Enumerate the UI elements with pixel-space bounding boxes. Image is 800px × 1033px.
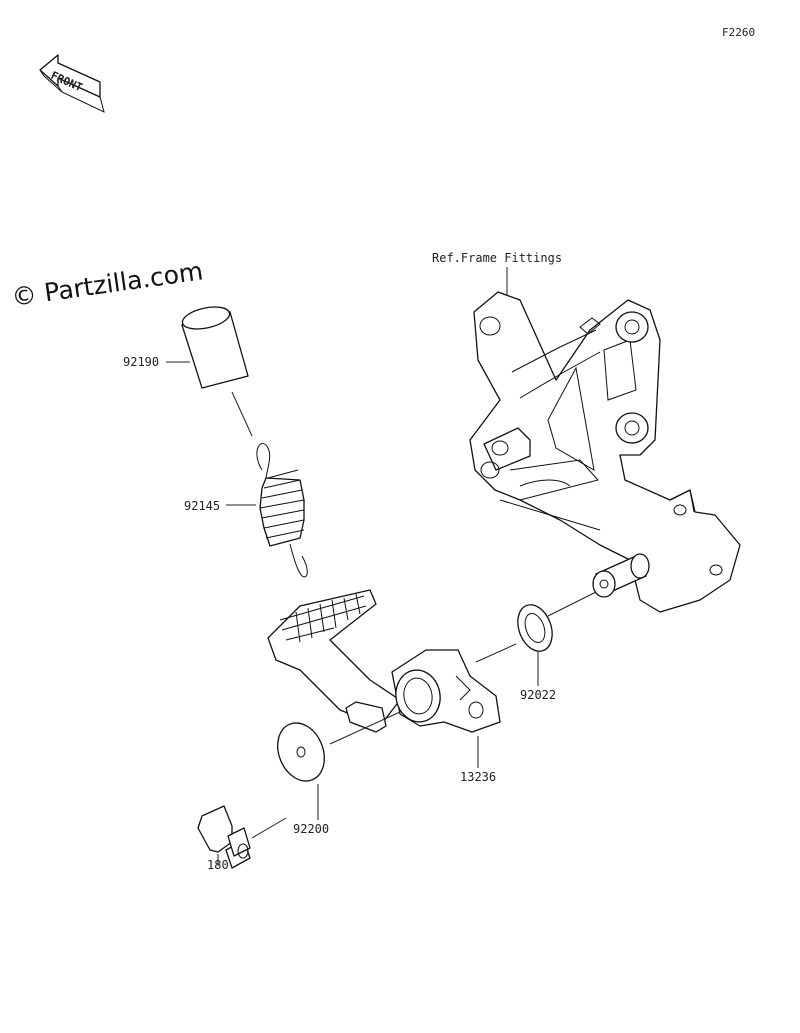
spring-92145 xyxy=(256,443,308,578)
brake-pedal-13236 xyxy=(267,589,501,733)
part-label-92022[interactable]: 92022 xyxy=(520,688,556,702)
part-label-13236[interactable]: 13236 xyxy=(460,770,496,784)
figure-code: F2260 xyxy=(722,26,755,39)
pivot-pin xyxy=(592,553,650,598)
watermark: © Partzilla.com xyxy=(10,256,205,312)
front-arrow-icon: FRONT xyxy=(39,54,105,113)
bolt-180 xyxy=(197,805,251,869)
part-label-92145[interactable]: 92145 xyxy=(184,499,220,513)
part-label-92200[interactable]: 92200 xyxy=(293,822,329,836)
part-label-180[interactable]: 180 xyxy=(207,858,229,872)
rubber-cover-92190 xyxy=(181,306,249,389)
washer-92022 xyxy=(517,604,553,652)
frame-bracket xyxy=(469,291,741,613)
part-label-92190[interactable]: 92190 xyxy=(123,355,159,369)
washer-92200 xyxy=(277,722,325,782)
ref-frame-label: Ref.Frame Fittings xyxy=(432,251,562,265)
